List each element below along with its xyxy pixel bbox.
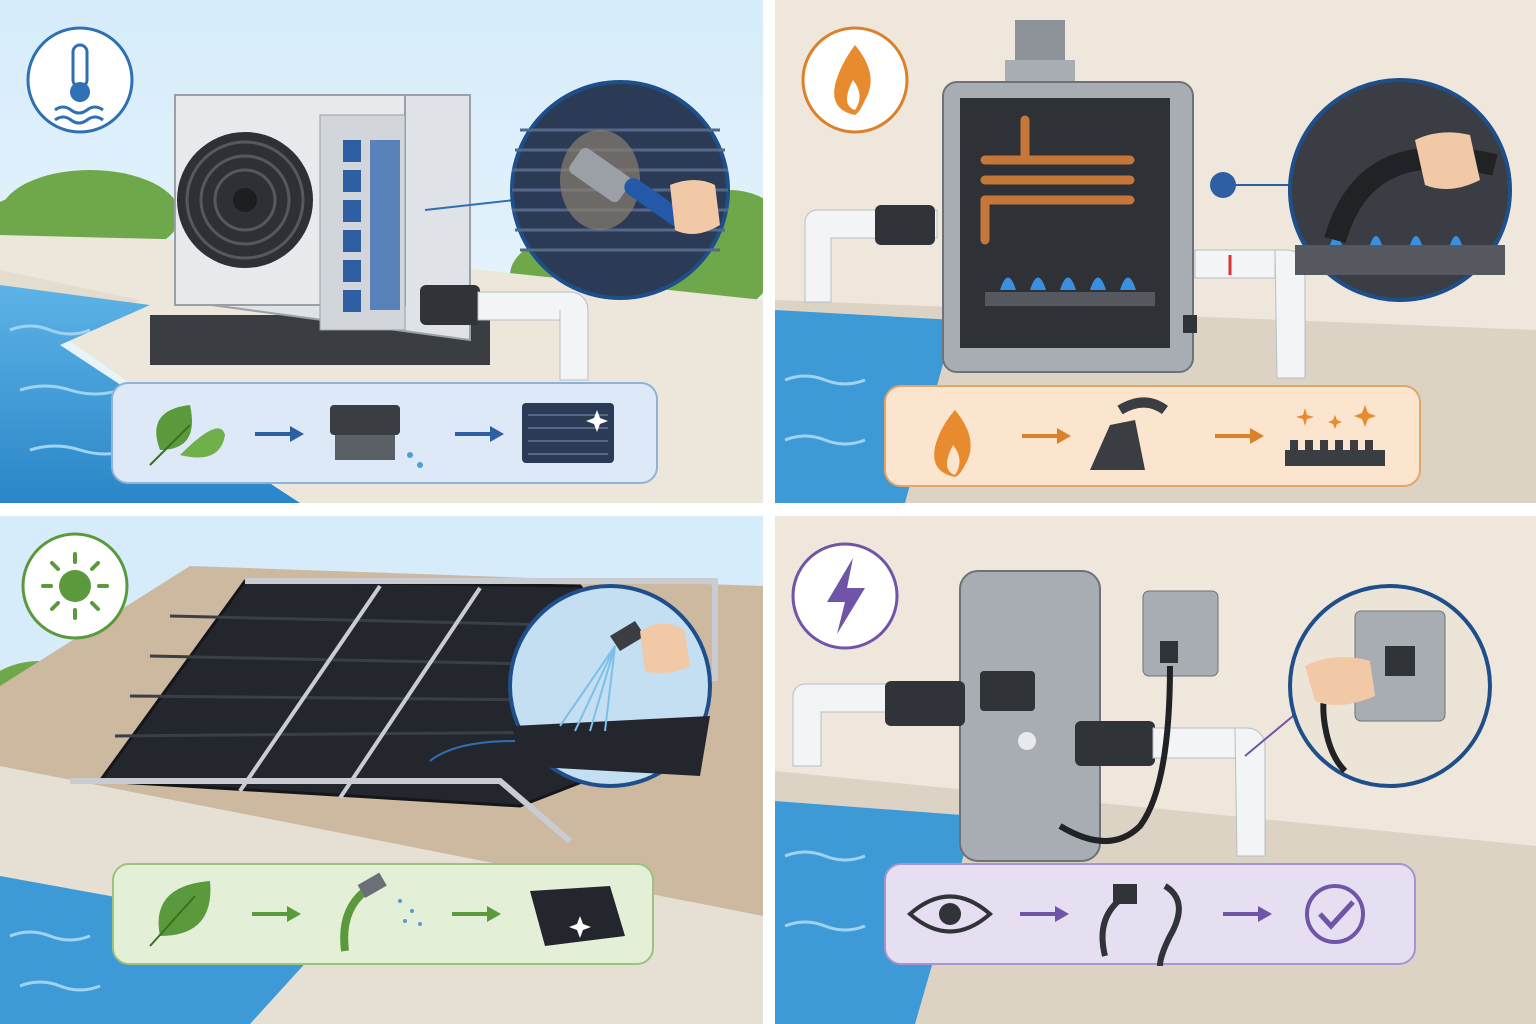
flame-icon (801, 26, 909, 134)
brush-icon (330, 405, 423, 468)
arrow-icon (1020, 906, 1069, 922)
brush-icon (569, 147, 631, 203)
electric-heater-unit (959, 570, 1219, 862)
hand (670, 180, 720, 234)
panel-hosing-inset (429, 584, 712, 788)
clean-burner-icon (1285, 405, 1385, 466)
steps-bar (884, 385, 1421, 487)
hose-spray-icon (610, 621, 645, 651)
steps-bar (112, 863, 654, 965)
power-cord (1058, 665, 1173, 844)
arrow-icon (455, 426, 504, 442)
leaf-icon (149, 881, 211, 947)
arrow-icon (252, 906, 301, 922)
solar-heater-panel (0, 516, 763, 1024)
arrow-icon (255, 426, 304, 442)
flame-icon (934, 410, 971, 477)
arrow-icon (1223, 906, 1272, 922)
water-pipe (804, 205, 1306, 379)
hand (1305, 657, 1375, 705)
heat-pump-panel (0, 0, 763, 503)
steps-bar (111, 382, 658, 484)
clean-coil-icon (522, 403, 614, 463)
outlet-plug-inset (1244, 584, 1492, 788)
power-cord-icon (1099, 883, 1182, 967)
lightning-icon (791, 542, 899, 650)
coil-cleaning-inset (424, 80, 730, 300)
sun-icon (21, 532, 129, 640)
hose-spray-icon (340, 872, 422, 952)
clean-panel-icon (530, 886, 625, 946)
arrow-icon (1022, 428, 1071, 444)
checkmark-icon (1305, 884, 1365, 944)
eye-icon (906, 894, 994, 934)
gas-heater-unit (942, 20, 1236, 373)
leaf-icon (149, 405, 225, 466)
thermometer-water-icon (26, 26, 134, 134)
hand (640, 623, 690, 674)
steps-bar (884, 863, 1416, 967)
water-pipe (420, 285, 589, 381)
hand (1415, 132, 1480, 189)
plug (1385, 646, 1415, 676)
heat-pump-unit (150, 94, 490, 365)
electric-heater-panel (775, 516, 1536, 1024)
arrow-icon (1215, 428, 1264, 444)
gas-heater-panel (775, 0, 1536, 503)
burner-vacuum-inset (1230, 78, 1512, 302)
vacuum-nozzle-icon (1090, 397, 1168, 470)
arrow-icon (452, 906, 501, 922)
